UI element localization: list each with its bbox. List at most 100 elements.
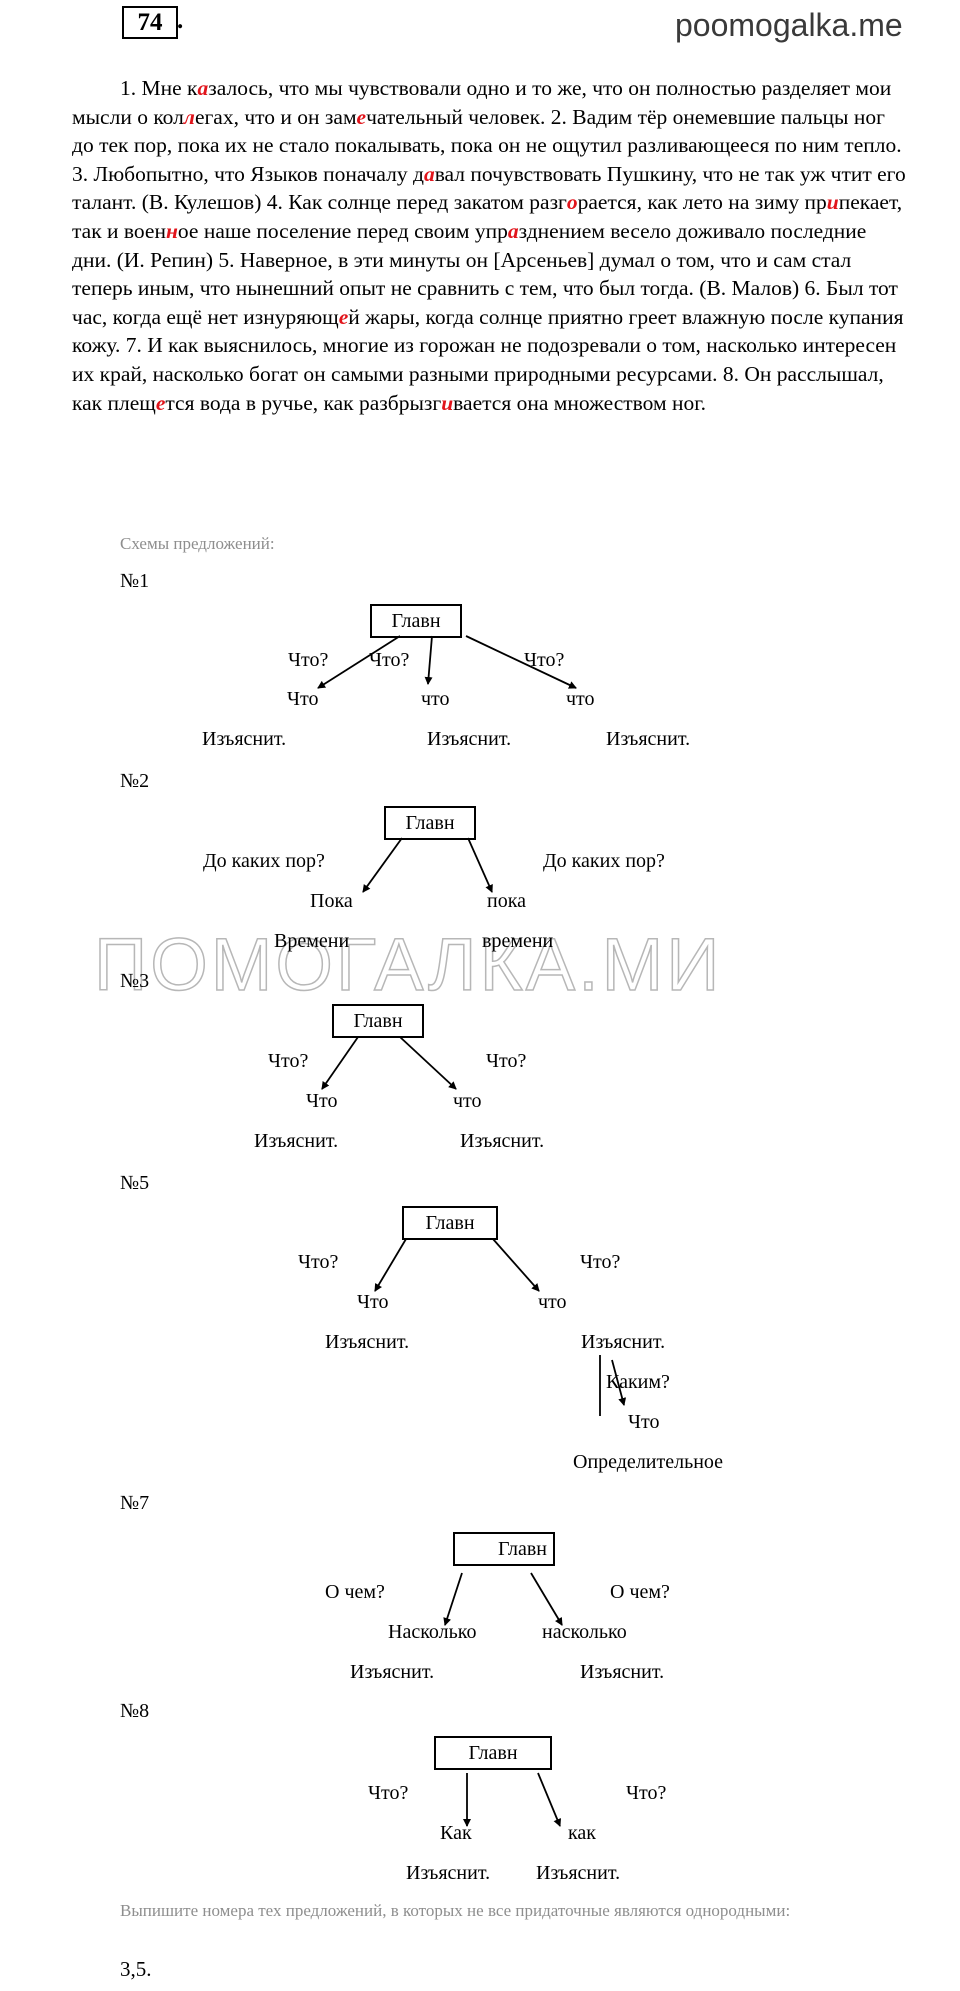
arrow: [443, 1572, 463, 1626]
question-label: Что?: [486, 1050, 527, 1072]
question-label: Что?: [369, 649, 410, 671]
conjunction-word: как: [568, 1822, 597, 1844]
clause-type: Изъяснит.: [427, 728, 512, 750]
conjunction-word: насколько: [542, 1621, 627, 1643]
highlighted-letter: е: [155, 390, 166, 415]
text-segment: зднением весело доживало последние дни. …: [72, 218, 898, 329]
arrow: [537, 1772, 562, 1827]
text-segment: вается она множеством ног.: [453, 390, 707, 415]
arrow: [362, 837, 403, 893]
conjunction-word: Что: [306, 1090, 338, 1112]
conjunction-word: Что: [628, 1411, 660, 1433]
question-label: Что?: [368, 1782, 409, 1804]
exercise-text: 1. Мне казалось, что мы чувствовали одно…: [72, 74, 910, 417]
text-segment: 1. Мне к: [120, 76, 198, 100]
question-label: Что?: [580, 1251, 621, 1273]
task-question: Выпишите номера тех предложений, в котор…: [120, 1901, 791, 1920]
question-label: До каких пор?: [543, 850, 665, 872]
highlighted-letter: а: [507, 218, 519, 243]
clause-type: Изъяснит.: [350, 1661, 435, 1683]
clause-type: Изъяснит.: [460, 1130, 545, 1152]
clause-type: Времени: [274, 930, 350, 952]
text-segment: тся вода в ручье, как разбрызг: [165, 390, 442, 415]
clause-type: Изъяснит.: [580, 1661, 665, 1683]
question-label: Что?: [524, 649, 565, 671]
text-segment: залось, что мы чувствовали одно и то же,…: [72, 76, 892, 129]
question-label: О чем?: [610, 1581, 670, 1603]
highlighted-letter: о: [566, 190, 578, 215]
arrow: [530, 1572, 563, 1626]
scheme-label: №1: [120, 570, 150, 592]
answer: 3,5.: [120, 1957, 152, 1981]
question-label: Что?: [298, 1251, 339, 1273]
text-segment: чательный человек. 2. Вадим тёр онемевши…: [72, 104, 902, 186]
clause-type: Изъяснит.: [325, 1331, 410, 1353]
highlighted-letter: а: [423, 161, 435, 186]
text-segment: егах, что и он зам: [194, 104, 357, 129]
conjunction-word: Пока: [310, 890, 353, 912]
main-clause-box: Главн: [332, 1004, 424, 1038]
highlighted-letter: и: [441, 390, 454, 415]
arrow: [492, 1238, 540, 1292]
text-segment: пекает, так и воен: [72, 190, 903, 243]
scheme-label: №7: [120, 1492, 150, 1514]
scheme-label: №3: [120, 970, 150, 992]
main-clause-label: Главн: [497, 1538, 547, 1560]
text-segment: й жары, когда солнце приятно греет влажн…: [72, 304, 904, 415]
arrow: [374, 1238, 407, 1292]
highlighted-letter: е: [338, 304, 349, 329]
arrow: [424, 635, 433, 685]
main-clause-box: Главн: [453, 1532, 555, 1566]
conjunction-word: что: [538, 1291, 567, 1313]
clause-type: Изъяснит.: [202, 728, 287, 750]
conjunction-word: Насколько: [388, 1621, 477, 1643]
clause-type: Изъяснит.: [254, 1130, 339, 1152]
arrow: [611, 1359, 627, 1406]
text-segment: ое наше поселение перед своим упр: [177, 218, 508, 243]
highlighted-letter: е: [356, 104, 367, 129]
scheme-label: №5: [120, 1172, 150, 1194]
arrow: [399, 1036, 457, 1090]
question-label: Что?: [626, 1782, 667, 1804]
conjunction-word: Что: [287, 688, 319, 710]
question-label: О чем?: [325, 1581, 385, 1603]
highlighted-letter: а: [197, 76, 209, 100]
conjunction-word: Что: [357, 1291, 389, 1313]
main-clause-box: Главн: [384, 806, 476, 840]
scheme-label: №8: [120, 1700, 150, 1722]
text-segment: вал почувствовать Пушкину, что не так уж…: [72, 161, 906, 215]
highlighted-letter: л: [183, 104, 195, 129]
text-segment: рается, как лето на зиму пр: [577, 190, 827, 215]
clause-type: Определительное: [573, 1451, 724, 1473]
scheme-label: №2: [120, 770, 150, 792]
watermark: ПОМОГАЛКА.МИ: [93, 922, 723, 1007]
conjunction-word: что: [566, 688, 595, 710]
question-label: До каких пор?: [203, 850, 325, 872]
clause-type: Изъяснит.: [536, 1862, 621, 1884]
main-clause-box: Главн: [434, 1736, 552, 1770]
clause-type: Изъяснит.: [406, 1862, 491, 1884]
highlighted-letter: и: [826, 190, 839, 215]
conjunction-word: Как: [440, 1822, 472, 1844]
conjunction-word: что: [453, 1090, 482, 1112]
arrow: [317, 635, 401, 689]
main-clause-box: Главн: [370, 604, 462, 638]
highlighted-letter: н: [165, 218, 178, 243]
arrow: [465, 635, 577, 689]
question-label: Каким?: [606, 1371, 670, 1393]
schemes-heading: Схемы предложений:: [120, 534, 275, 553]
question-label: Что?: [268, 1050, 309, 1072]
clause-type: времени: [482, 930, 554, 952]
exercise-number-dot: .: [177, 7, 184, 34]
arrow: [467, 837, 493, 893]
conjunction-word: пока: [487, 890, 526, 912]
main-clause-box: Главн: [402, 1206, 498, 1240]
clause-type: Изъяснит.: [581, 1331, 666, 1353]
site-name: poomogalka.me: [675, 7, 903, 43]
clause-type: Изъяснит.: [606, 728, 691, 750]
arrow: [321, 1036, 359, 1090]
exercise-number: 74: [122, 6, 178, 39]
question-label: Что?: [288, 649, 329, 671]
conjunction-word: что: [421, 688, 450, 710]
